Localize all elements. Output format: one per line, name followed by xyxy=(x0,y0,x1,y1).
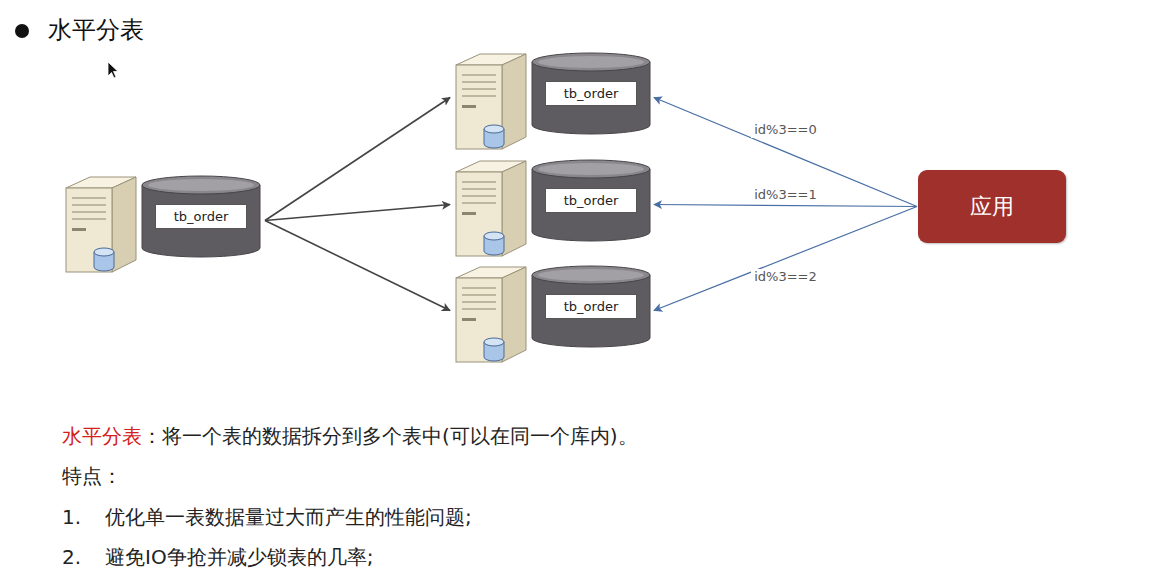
arrow-connector xyxy=(654,98,917,207)
server-slot xyxy=(462,294,496,295)
database-top xyxy=(532,160,650,178)
database-body xyxy=(142,185,260,257)
server-slot xyxy=(462,95,496,96)
database-top xyxy=(532,266,650,284)
database-top-inner xyxy=(148,179,254,191)
server-slot xyxy=(72,228,86,231)
database-top-inner xyxy=(538,56,644,68)
note-text: ：将一个表的数据拆分到多个表中(可以在同一个库内)。 xyxy=(142,422,638,450)
server-slot xyxy=(462,308,496,309)
edge-label: id%3==1 xyxy=(751,187,820,203)
server-slot xyxy=(462,195,496,196)
arrow-connector xyxy=(654,207,917,311)
bullet-dot xyxy=(15,24,29,38)
database-top-inner xyxy=(538,269,644,281)
table-name: tb_order xyxy=(545,81,637,106)
database-top xyxy=(532,53,650,71)
database-body xyxy=(532,275,650,347)
database-server: tb_order xyxy=(62,168,264,273)
server-slot xyxy=(462,74,496,75)
database-body xyxy=(532,169,650,241)
server-slot xyxy=(462,81,496,82)
disk-top xyxy=(484,232,504,240)
server-side xyxy=(112,177,136,272)
database-top xyxy=(142,176,260,194)
server-slot xyxy=(72,211,106,212)
server-slot xyxy=(462,188,496,189)
server-side xyxy=(502,161,526,256)
edge-label: id%3==0 xyxy=(751,122,820,138)
database-top-inner xyxy=(538,163,644,175)
server-slot xyxy=(462,287,496,288)
server-slot xyxy=(462,318,476,321)
server-slot xyxy=(72,204,106,205)
database-server: tb_order xyxy=(452,152,652,257)
text-line: 水平分表：将一个表的数据拆分到多个表中(可以在同一个库内)。 xyxy=(62,422,638,450)
server-side xyxy=(502,54,526,149)
server-slot xyxy=(462,88,496,89)
server-slot xyxy=(462,181,496,182)
table-name: tb_order xyxy=(545,294,637,319)
database-server: tb_order xyxy=(452,258,652,363)
arrow-connector xyxy=(265,98,450,221)
text-line: 2.避免IO争抢并减少锁表的几率; xyxy=(62,543,373,571)
text-line: 特点： xyxy=(62,462,122,490)
edge-label: id%3==2 xyxy=(751,269,820,285)
mouse-cursor xyxy=(108,62,118,78)
disk-top xyxy=(94,248,114,256)
disk-top xyxy=(484,125,504,133)
note-text: 避免IO争抢并减少锁表的几率; xyxy=(105,543,373,571)
list-number: 1. xyxy=(62,503,105,531)
server-slot xyxy=(462,301,496,302)
server-slot xyxy=(72,197,106,198)
heading: 水平分表 xyxy=(48,14,144,46)
note-text: 优化单一表数据量过大而产生的性能问题; xyxy=(105,503,472,531)
text-line: 1.优化单一表数据量过大而产生的性能问题; xyxy=(62,503,472,531)
server-side xyxy=(502,267,526,362)
arrow-connector xyxy=(265,221,450,311)
note-text: 水平分表 xyxy=(62,422,142,450)
list-number: 2. xyxy=(62,543,105,571)
note-text: 特点： xyxy=(62,462,122,490)
application-box: 应用 xyxy=(918,170,1066,243)
database-body xyxy=(532,62,650,134)
box-label: 应用 xyxy=(970,192,1014,222)
server-slot xyxy=(72,218,106,219)
server-slot xyxy=(462,212,476,215)
disk-top xyxy=(484,338,504,346)
table-name: tb_order xyxy=(155,204,247,229)
database-server: tb_order xyxy=(452,45,652,150)
table-name: tb_order xyxy=(545,188,637,213)
server-slot xyxy=(462,202,496,203)
arrow-connector xyxy=(265,205,450,221)
arrow-connector xyxy=(654,205,917,207)
server-slot xyxy=(462,105,476,108)
